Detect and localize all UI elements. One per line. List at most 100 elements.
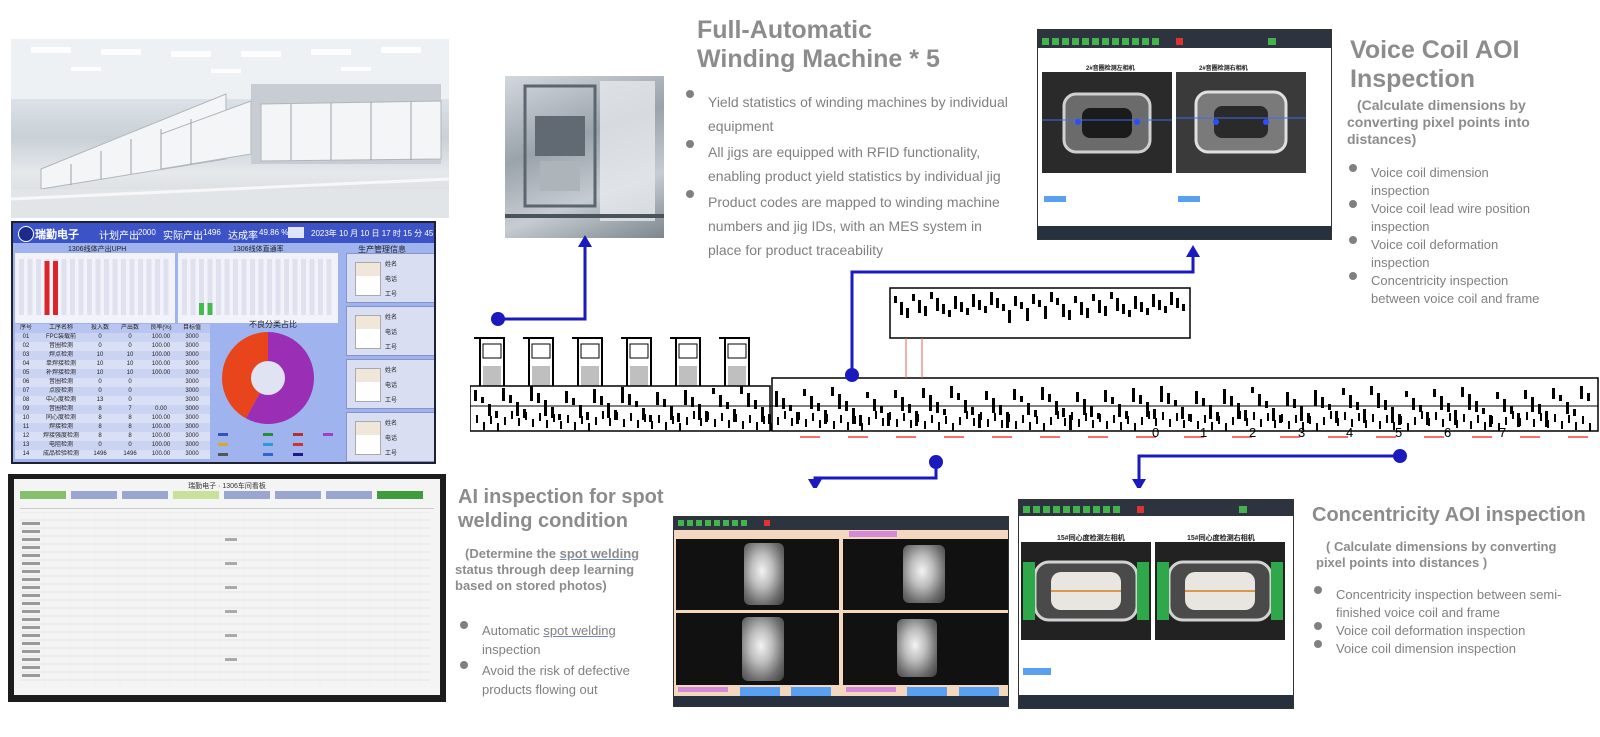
ai-confirm-button-2[interactable] — [791, 687, 831, 696]
table-cell: 11 — [22, 424, 30, 430]
table-cell: 焊点检测 — [48, 352, 73, 358]
ai-confirm-button-1[interactable] — [740, 687, 780, 696]
ai-confirm-button-3[interactable] — [907, 687, 947, 696]
conc-cam-right-label: 15#同心度检测右相机 — [1187, 535, 1255, 542]
conc-camera-left-view — [1021, 542, 1151, 640]
staff-card: 姓名电话工号 — [346, 359, 434, 409]
ai-subtitle-pre: (Determine the — [465, 546, 560, 561]
ai-subtitle-post: status through deep learning based on st… — [455, 562, 635, 593]
kanban-tab[interactable] — [173, 491, 219, 499]
table-cell: 04 — [22, 361, 30, 367]
table-cell: 100.00 — [151, 343, 171, 349]
table-cell: 3000 — [185, 397, 199, 403]
concentricity-bullet: Voice coil deformation inspection — [1312, 622, 1587, 640]
staff-info-label: 姓名 — [385, 315, 398, 321]
station-number: 6 — [1444, 425, 1451, 440]
station-number: 1 — [1200, 425, 1207, 440]
table-cell: 100.00 — [151, 415, 171, 421]
table-cell: 100.00 — [151, 334, 171, 340]
table-cell: 3000 — [185, 343, 199, 349]
plan-output-label: 计划产出 — [99, 231, 139, 242]
avatar — [355, 421, 381, 455]
table-cell: 音圈检测 — [48, 406, 73, 412]
table-cell: FPC装载前 — [45, 334, 76, 340]
upper-inspection-module — [889, 287, 1191, 339]
yield-bar — [207, 303, 213, 315]
kanban-tab[interactable] — [224, 491, 270, 499]
aoi-cam-left-label: 2#音圈检测左相机 — [1086, 66, 1135, 72]
concentricity-bullet: Concentricity inspection between semi-fi… — [1312, 586, 1587, 622]
conc-action-button[interactable] — [1023, 668, 1051, 675]
table-cell: 焊接强度检测 — [42, 433, 79, 439]
table-cell: 100.00 — [151, 361, 171, 367]
ai-bullet: Automatic spot welding inspection — [458, 621, 658, 659]
ai-bullet-1-pre: Automatic — [482, 623, 544, 638]
aoi-right-action-button[interactable] — [1178, 196, 1200, 202]
plan-output-value: 2000 — [138, 228, 156, 237]
management-info-title: 生产管理信息 — [358, 245, 406, 254]
table-cell: 0 — [128, 397, 132, 403]
table-cell: 100.00 — [151, 352, 171, 358]
table-cell: 3000 — [185, 424, 199, 430]
table-cell: 音圈检测 — [48, 343, 73, 349]
arrow-to-spot-welding — [808, 455, 943, 488]
staff-info-label: 电话 — [385, 436, 398, 442]
table-cell: 10 — [96, 352, 104, 358]
table-cell: 0 — [98, 442, 102, 448]
achievement-rate-value: 49.86 % — [259, 228, 289, 237]
aoi-camera-right-view — [1176, 72, 1306, 173]
table-cell: 0.00 — [155, 406, 167, 412]
kanban-tab[interactable] — [326, 491, 372, 499]
table-cell: 10 — [22, 415, 30, 421]
station-number: 4 — [1346, 425, 1353, 440]
table-cell: 点胶检测 — [48, 388, 73, 394]
ai-confirm-button-4[interactable] — [959, 687, 999, 696]
table-cell: 成品检验检测 — [42, 451, 79, 457]
ai-title-line1: AI inspection for spot — [458, 486, 664, 508]
table-cell: 06 — [22, 379, 30, 385]
table-cell: 8 — [98, 424, 102, 430]
ai-subtitle: (Determine the spot welding status throu… — [455, 546, 660, 594]
kanban-tab[interactable] — [122, 491, 168, 499]
concentricity-bullets: Concentricity inspection between semi-fi… — [1312, 586, 1587, 658]
arrow-to-winding — [491, 235, 592, 326]
table-cell: 0 — [98, 334, 102, 340]
weld-view-1 — [676, 539, 839, 610]
voice-coil-bullet: Voice coil lead wire position inspection — [1347, 200, 1547, 236]
kanban-screen: 瑞勤电子 · 1306车间看板 — [14, 479, 440, 695]
table-cell: 03 — [22, 352, 30, 358]
weld-view-4 — [843, 613, 1008, 685]
kanban-tab[interactable] — [377, 491, 423, 499]
table-cell: 良率(%) — [150, 325, 172, 331]
ai-bullets: Automatic spot welding inspection Avoid … — [458, 621, 658, 699]
kanban-tab[interactable] — [275, 491, 321, 499]
conc-cam-left-label: 15#同心度检测左相机 — [1057, 535, 1125, 542]
station-number: 7 — [1499, 425, 1506, 440]
uph-bar — [53, 261, 58, 315]
kanban-title: 瑞勤电子 · 1306车间看板 — [188, 483, 266, 490]
voice-coil-bullet: Voice coil dimension inspection — [1347, 164, 1547, 200]
table-cell: 09 — [22, 406, 30, 412]
workshop-kanban-board-photo: 瑞勤电子 · 1306车间看板 — [8, 474, 446, 702]
aoi-left-action-button[interactable] — [1044, 196, 1066, 202]
conc-windows-taskbar — [1019, 695, 1293, 708]
table-cell: 3000 — [185, 361, 199, 367]
staff-info-label: 工号 — [385, 292, 398, 298]
uph-bar-chart — [15, 253, 175, 323]
table-cell: 8 — [98, 406, 102, 412]
table-cell: 0 — [128, 343, 132, 349]
dashboard-toggle-button[interactable] — [288, 227, 304, 238]
table-cell: 02 — [22, 343, 30, 349]
kanban-tab-strip — [20, 491, 434, 499]
kanban-filter-row — [20, 502, 434, 509]
kanban-tab[interactable] — [71, 491, 117, 499]
winding-bullet: Product codes are mapped to winding mach… — [684, 190, 1014, 262]
winding-title-line1: Full-Automatic — [697, 16, 872, 44]
kanban-tab[interactable] — [20, 491, 66, 499]
